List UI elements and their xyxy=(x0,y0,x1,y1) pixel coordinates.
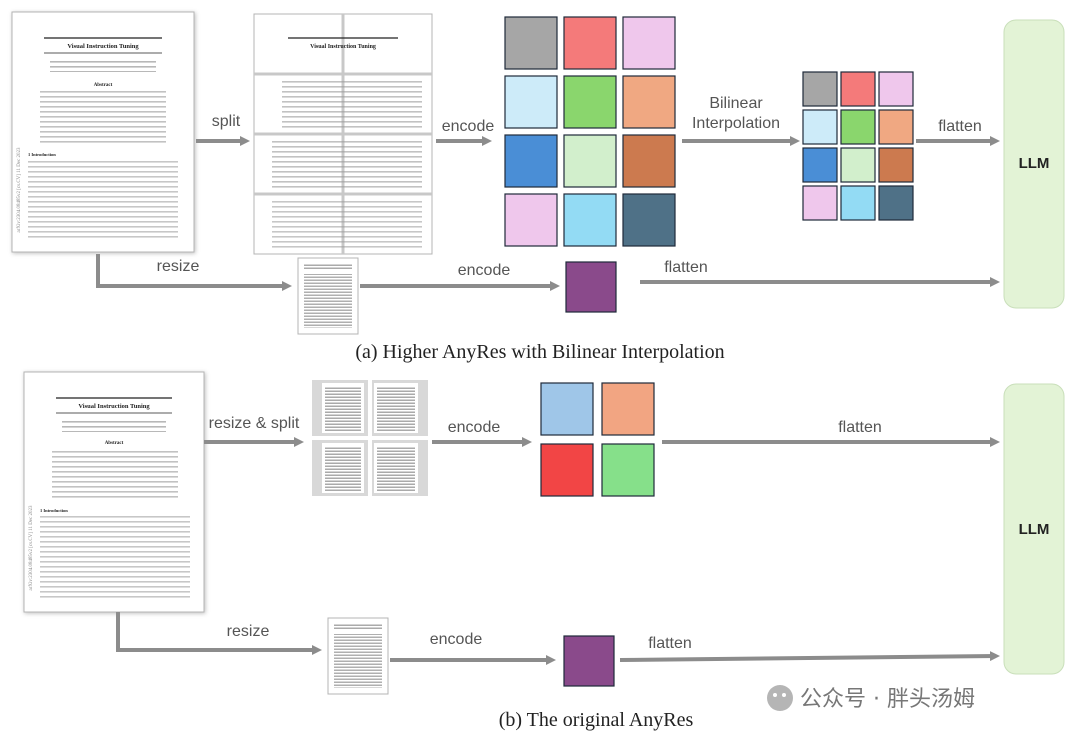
feature-token-b-4 xyxy=(601,443,655,497)
section-heading-b: 1 Introduction xyxy=(40,508,68,513)
feature-token-a-2 xyxy=(563,16,617,70)
feature-token-b-1 xyxy=(540,382,594,436)
feature-token-b-2 xyxy=(601,382,655,436)
caption-a: (a) Higher AnyRes with Bilinear Interpol… xyxy=(355,341,724,363)
encoded-feature-grid-a xyxy=(504,16,676,247)
interpolated-token-a-6 xyxy=(878,109,914,145)
interpolated-token-a-3 xyxy=(878,71,914,107)
arxiv-stamp: arXiv:2304.08485v2 [cs.CV] 11 Dec 2023 xyxy=(17,147,22,233)
resize-label-a: resize xyxy=(157,258,200,275)
panel-a: Visual Instruction Tuning Abstract 1 Int… xyxy=(11,11,1065,363)
watermark: 公众号 · 胖头汤姆 xyxy=(767,685,975,712)
feature-token-a-6 xyxy=(622,75,676,129)
abstract-heading-b: Abstract xyxy=(105,441,124,446)
feature-token-a-5 xyxy=(563,75,617,129)
split-label: split xyxy=(212,113,241,130)
panel-b: Visual Instruction Tuning Abstract 1 Int… xyxy=(23,371,1065,731)
input-document-a: Visual Instruction Tuning Abstract 1 Int… xyxy=(11,11,195,253)
interpolated-token-a-9 xyxy=(878,147,914,183)
global-token-a xyxy=(565,261,617,313)
feature-token-b-3 xyxy=(540,443,594,497)
feature-token-a-11 xyxy=(563,193,617,247)
interpolated-token-a-5 xyxy=(840,109,876,145)
bilinear-label-line1: Bilinear xyxy=(709,95,763,112)
flatten-label-b-top: flatten xyxy=(838,419,882,436)
abstract-heading: Abstract xyxy=(94,83,113,88)
flatten-label-a-bottom: flatten xyxy=(664,259,708,276)
resized-document-b xyxy=(327,617,389,695)
caption-b: (b) The original AnyRes xyxy=(499,709,694,731)
resize-arrow-a xyxy=(96,254,292,291)
resize-split-label: resize & split xyxy=(209,415,300,432)
llm-block-a xyxy=(1003,19,1065,309)
split-document-tiles-a: Visual Instruction Tuning xyxy=(253,13,433,255)
resize-arrow-b xyxy=(116,612,322,655)
encode-label-b-top: encode xyxy=(448,419,501,436)
interpolated-token-a-8 xyxy=(840,147,876,183)
interpolated-token-a-4 xyxy=(802,109,838,145)
split-doc-title: Visual Instruction Tuning xyxy=(310,44,376,50)
feature-token-a-8 xyxy=(563,134,617,188)
resized-document-a xyxy=(297,257,359,335)
encoded-feature-grid-b xyxy=(540,382,655,497)
arxiv-stamp-b: arXiv:2304.08485v2 [cs.CV] 11 Dec 2023 xyxy=(29,505,34,591)
interpolated-token-a-2 xyxy=(840,71,876,107)
encode-label-a-bottom: encode xyxy=(458,262,511,279)
feature-token-a-7 xyxy=(504,134,558,188)
flatten-arrow-b-bottom xyxy=(619,651,1000,662)
llm-label-a: LLM xyxy=(1019,155,1050,172)
bilinear-label-line2: Interpolation xyxy=(692,115,780,132)
feature-token-a-1 xyxy=(504,16,558,70)
watermark-text: 公众号 · 胖头汤姆 xyxy=(800,687,975,712)
interpolated-token-a-10 xyxy=(802,185,838,221)
feature-token-a-12 xyxy=(622,193,676,247)
interpolated-token-a-7 xyxy=(802,147,838,183)
resize-label-b: resize xyxy=(227,623,270,640)
feature-token-a-10 xyxy=(504,193,558,247)
llm-block-b xyxy=(1003,383,1065,675)
interpolated-feature-grid-a xyxy=(802,71,914,221)
llm-label-b: LLM xyxy=(1019,521,1050,538)
input-document-b: Visual Instruction Tuning Abstract 1 Int… xyxy=(23,371,205,613)
interpolated-token-a-1 xyxy=(802,71,838,107)
encode-label-a-top: encode xyxy=(442,118,495,135)
feature-token-a-3 xyxy=(622,16,676,70)
document-title: Visual Instruction Tuning xyxy=(67,43,139,50)
feature-token-a-4 xyxy=(504,75,558,129)
interpolated-token-a-12 xyxy=(878,185,914,221)
flatten-label-a-top: flatten xyxy=(938,118,982,135)
resized-split-tiles-b xyxy=(312,380,428,496)
flatten-label-b-bottom: flatten xyxy=(648,635,692,652)
global-token-b xyxy=(563,635,615,687)
wechat-icon xyxy=(767,685,793,711)
section-heading: 1 Introduction xyxy=(28,152,56,157)
interpolated-token-a-11 xyxy=(840,185,876,221)
encode-label-b-bottom: encode xyxy=(430,631,483,648)
feature-token-a-9 xyxy=(622,134,676,188)
document-title-b: Visual Instruction Tuning xyxy=(78,403,150,410)
